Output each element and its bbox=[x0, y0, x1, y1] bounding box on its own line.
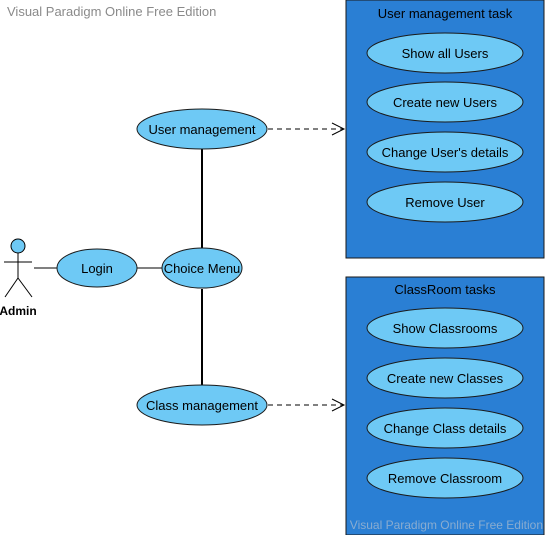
user-task-box-title: User management task bbox=[378, 6, 513, 21]
use-case-choice-menu[interactable]: Choice Menu bbox=[161, 247, 243, 289]
class-task-item[interactable]: Change Class details bbox=[366, 407, 524, 449]
use-case-login[interactable]: Login bbox=[56, 248, 138, 288]
watermark-top: Visual Paradigm Online Free Edition bbox=[7, 4, 216, 19]
class-task-item-label: Change Class details bbox=[384, 421, 507, 436]
user-management-label: User management bbox=[149, 122, 256, 137]
use-case-user-management[interactable]: User management bbox=[136, 108, 268, 150]
user-task-item[interactable]: Create new Users bbox=[366, 81, 524, 123]
class-task-item[interactable]: Create new Classes bbox=[366, 357, 524, 399]
user-task-item[interactable]: Show all Users bbox=[366, 32, 524, 74]
class-task-box-title: ClassRoom tasks bbox=[394, 282, 496, 297]
class-mgmt-arrowhead bbox=[331, 398, 346, 412]
login-label: Login bbox=[81, 261, 113, 276]
user-mgmt-arrowhead bbox=[331, 122, 346, 136]
use-case-class-management[interactable]: Class management bbox=[136, 384, 268, 426]
class-task-item-label: Remove Classroom bbox=[388, 471, 502, 486]
connectors bbox=[34, 122, 346, 412]
class-task-item[interactable]: Show Classrooms bbox=[366, 307, 524, 349]
user-task-item[interactable]: Remove User bbox=[366, 181, 524, 223]
admin-actor[interactable]: Admin bbox=[0, 238, 37, 318]
user-task-item-label: Show all Users bbox=[402, 46, 489, 61]
class-task-item-label: Show Classrooms bbox=[393, 321, 498, 336]
user-task-item-label: Remove User bbox=[405, 195, 485, 210]
actor-head bbox=[10, 238, 26, 254]
user-task-item[interactable]: Change User's details bbox=[366, 131, 524, 173]
class-management-label: Class management bbox=[146, 398, 258, 413]
class-task-item-label: Create new Classes bbox=[387, 371, 504, 386]
watermark-bottom: Visual Paradigm Online Free Edition bbox=[350, 518, 543, 532]
actor-label: Admin bbox=[0, 304, 37, 318]
user-task-item-label: Create new Users bbox=[393, 95, 498, 110]
user-task-item-label: Change User's details bbox=[382, 145, 509, 160]
choice-menu-label: Choice Menu bbox=[164, 261, 241, 276]
class-task-item[interactable]: Remove Classroom bbox=[366, 457, 524, 499]
